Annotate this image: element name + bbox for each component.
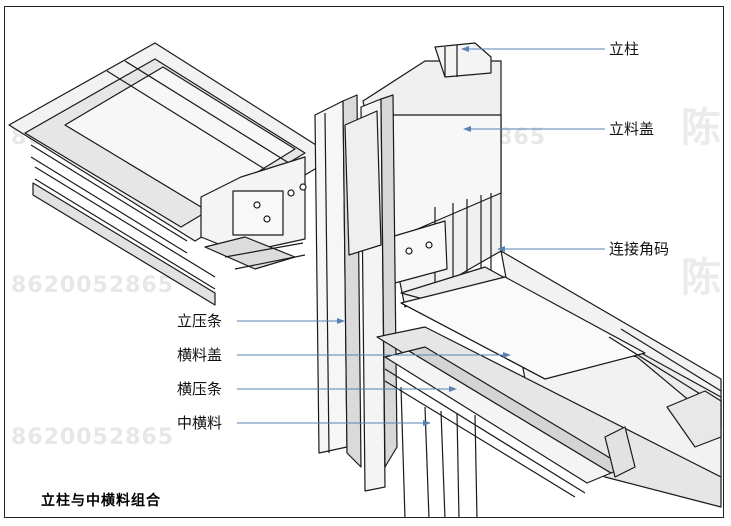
- watermark-brand: 陈: [681, 105, 722, 151]
- figure-caption: 立柱与中横料组合: [41, 493, 161, 509]
- left-transom: [8, 42, 336, 306]
- label-mullion: 立柱: [609, 40, 640, 58]
- vertical-pressure-strip: [314, 94, 382, 468]
- label-corner-connector: 连接角码: [609, 240, 670, 258]
- diagram-frame: 8620052865 8620052865 8620052865 8620052…: [4, 6, 724, 518]
- label-mullion-cover: 立料盖: [609, 120, 655, 138]
- label-vertical-pressure-strip: 立压条: [177, 312, 223, 330]
- leader-lines: [237, 48, 605, 424]
- watermark-brand: 陈: [681, 255, 722, 301]
- watermark-phone: 8620052865: [11, 425, 175, 450]
- label-middle-transom: 中横料: [177, 414, 223, 432]
- right-transom: [376, 250, 722, 508]
- curtain-wall-assembly-drawing: [8, 42, 722, 517]
- leader-arrowheads: [337, 46, 511, 426]
- watermark-phone: 8620052865: [11, 273, 175, 298]
- label-transom-cover: 横料盖: [177, 346, 223, 364]
- label-transom-pressure-strip: 横压条: [177, 380, 223, 398]
